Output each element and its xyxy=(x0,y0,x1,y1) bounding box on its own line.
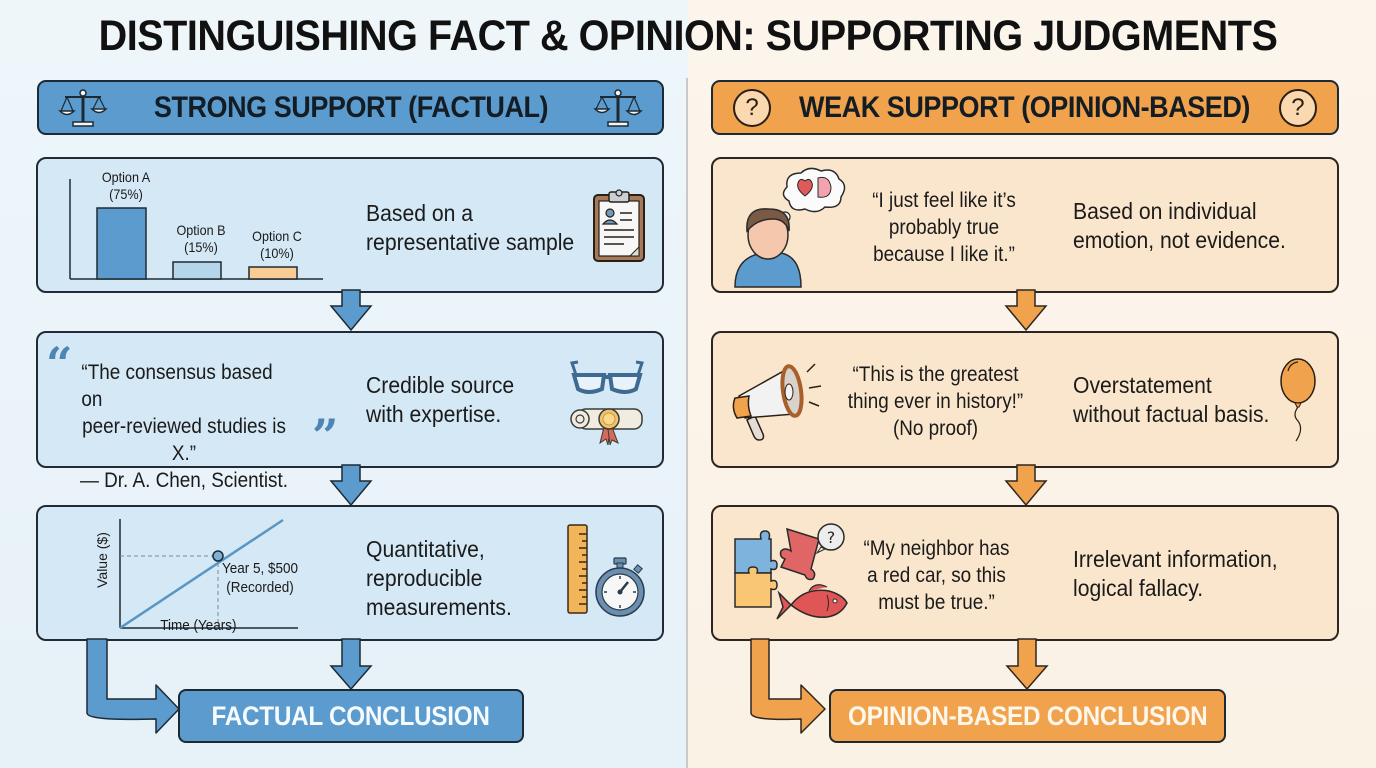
stopwatch-icon xyxy=(595,557,645,617)
ruler-icon xyxy=(567,524,588,614)
question-icon: ? xyxy=(1278,88,1317,127)
megaphone-icon xyxy=(732,363,822,441)
scales-icon xyxy=(593,87,643,129)
fallacy-description: Irrelevant information, logical fallacy. xyxy=(1073,546,1278,601)
credible-source-description: Credible source with expertise. xyxy=(366,372,515,427)
open-quote-icon: “ xyxy=(46,337,73,391)
bar-chart xyxy=(69,179,323,280)
flow-arrow-down xyxy=(1004,464,1048,507)
flow-arrow-down xyxy=(1004,289,1048,332)
weak-support-header: ? WEAK SUPPORT (OPINION-BASED) ? xyxy=(711,80,1339,135)
glasses-icon xyxy=(570,360,644,394)
bar-label-option-a: Option A (75%) xyxy=(101,169,151,202)
scales-icon xyxy=(58,87,108,129)
bar-label-option-b: Option B (15%) xyxy=(176,222,226,255)
flow-arrow-down xyxy=(329,638,373,691)
person-thinking-icon xyxy=(734,167,846,288)
strong-support-title: STRONG SUPPORT (FACTUAL) xyxy=(153,90,548,124)
diploma-icon xyxy=(570,408,643,446)
question-icon: ? xyxy=(733,88,771,127)
overstatement-description: Overstatement without factual basis. xyxy=(1073,372,1270,427)
flow-arrow-down xyxy=(329,289,373,332)
strong-support-header: STRONG SUPPORT (FACTUAL) xyxy=(37,80,664,135)
clipboard-icon xyxy=(593,189,645,262)
bent-flow-arrow xyxy=(86,638,180,734)
puzzle-red-herring-icon: ? xyxy=(734,523,848,620)
close-quote-icon: ” xyxy=(312,409,339,463)
opinion-conclusion-box: OPINION-BASED CONCLUSION xyxy=(829,689,1226,743)
representative-sample-card: Option A (75%) Option B (15%) Option C (… xyxy=(36,157,664,293)
page-title: DISTINGUISHING FACT & OPINION: SUPPORTIN… xyxy=(98,12,1278,60)
bent-flow-arrow xyxy=(750,638,826,734)
quantitative-card: Value ($) Year 5, $500 (Recorded) Time (… xyxy=(36,505,664,641)
line-chart xyxy=(119,518,298,630)
y-axis-label: Value ($) xyxy=(94,532,110,588)
panel-divider xyxy=(686,78,688,768)
factual-conclusion-box: FACTUAL CONCLUSION xyxy=(178,689,524,743)
point-annotation: Year 5, $500 (Recorded) xyxy=(222,560,299,596)
emotion-card: “I just feel like it’s probably true bec… xyxy=(711,157,1339,293)
fallacy-quote: “My neighbor has a red car, so this must… xyxy=(863,537,1010,614)
flow-arrow-down xyxy=(329,464,373,507)
sample-description: Based on a representative sample xyxy=(366,200,575,255)
feeling-quote: “I just feel like it’s probably true bec… xyxy=(872,189,1016,266)
irrelevant-info-card: ? “My neighbor has a red car, so this mu… xyxy=(711,505,1339,641)
overstatement-card: “This is the greatest thing ever in hist… xyxy=(711,331,1339,468)
bar-label-option-c: Option C (10%) xyxy=(252,228,302,261)
flow-arrow-down xyxy=(1005,638,1049,691)
x-axis-label: Time (Years) xyxy=(160,617,237,634)
svg-text:?: ? xyxy=(827,528,836,547)
credible-source-card: “ “The consensus based on peer-reviewed … xyxy=(36,331,664,492)
emotion-description: Based on individual emotion, not evidenc… xyxy=(1073,198,1286,253)
expert-quote: “The consensus based on peer-reviewed st… xyxy=(80,361,288,492)
weak-support-title: WEAK SUPPORT (OPINION-BASED) xyxy=(799,90,1251,124)
balloon-icon xyxy=(1280,358,1316,442)
overstatement-quote: “This is the greatest thing ever in hist… xyxy=(847,363,1024,440)
quantitative-description: Quantitative, reproducible measurements. xyxy=(366,536,512,620)
